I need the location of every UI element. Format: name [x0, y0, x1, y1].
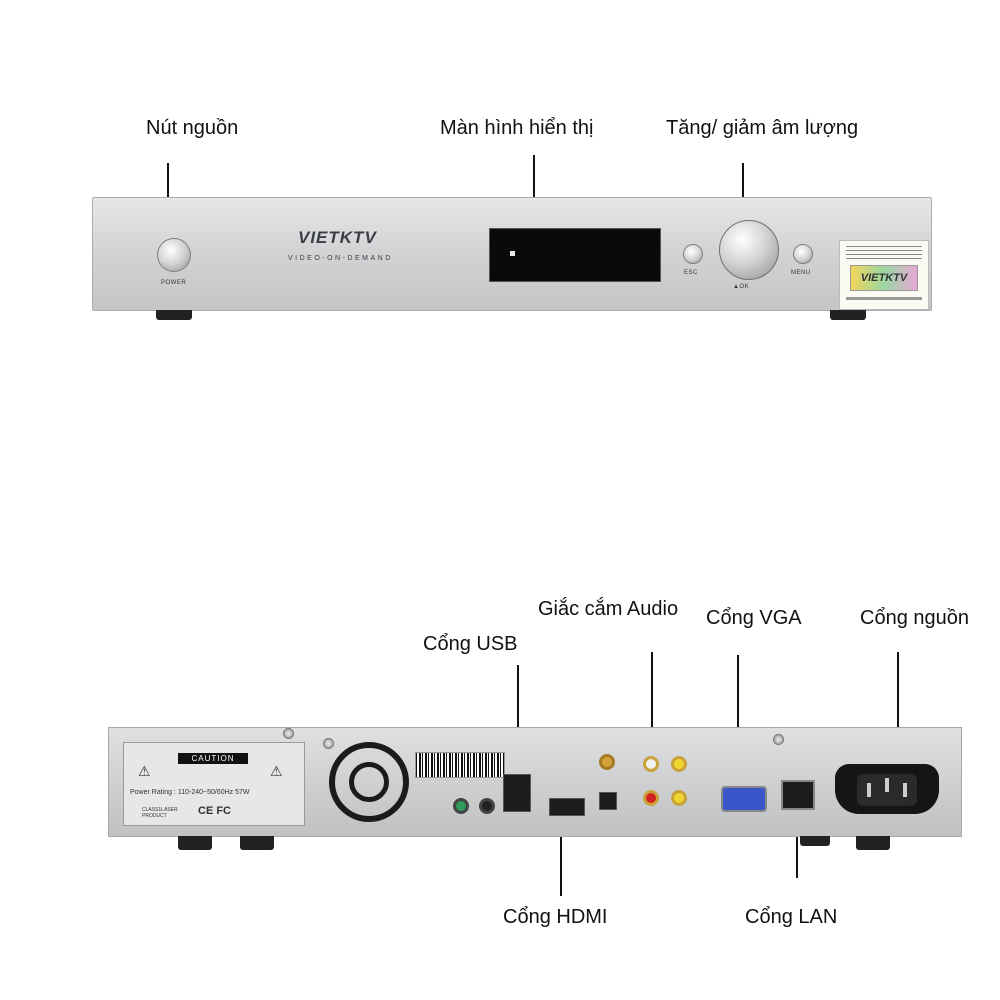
callout-display: Màn hình hiển thị [440, 117, 594, 139]
green-audio-jack[interactable] [453, 798, 469, 814]
callout-power-port: Cổng nguồn [860, 607, 969, 629]
barcode-sticker [415, 752, 505, 778]
power-pin-center [885, 778, 889, 792]
authenticity-sticker: VIETKTV [839, 240, 929, 310]
pointer-line-hdmi [560, 808, 562, 896]
power-button[interactable] [157, 238, 191, 272]
fan-center [349, 762, 389, 802]
black-audio-jack[interactable] [479, 798, 495, 814]
esc-button[interactable] [683, 244, 703, 264]
cert-marks: CE FC [198, 805, 231, 817]
pointer-line-usb [517, 665, 519, 775]
callout-vga-port: Cổng VGA [706, 607, 802, 629]
menu-button[interactable] [793, 244, 813, 264]
warning-icon-left: ⚠ [138, 763, 151, 779]
sticker-text-top [846, 246, 922, 260]
cooling-fan-vent [329, 742, 409, 822]
callout-hdmi-port: Cổng HDMI [503, 906, 608, 928]
hdmi-port[interactable] [549, 798, 585, 816]
pointer-line-audio [651, 652, 653, 774]
power-socket[interactable] [835, 764, 939, 814]
power-rating: Power Rating : 110-240~50/60Hz 57W [130, 789, 250, 796]
power-socket-inner [857, 774, 917, 806]
coaxial-jack[interactable] [599, 754, 615, 770]
front-panel: POWER VIETKTV VIDEO-ON-DEMAND ESC ▲OK ME… [92, 197, 932, 311]
volume-knob[interactable] [719, 220, 779, 280]
power-pin-right [903, 783, 907, 797]
rear-screw-3 [773, 734, 784, 745]
vga-port[interactable] [721, 786, 767, 812]
callout-audio-jack: Giắc cắm Audio [538, 598, 679, 620]
power-pin-left [867, 783, 871, 797]
caution-title: CAUTION [178, 753, 248, 764]
callout-usb-port: Cổng USB [423, 633, 518, 655]
optical-port[interactable] [599, 792, 617, 810]
video-jack-yellow-bottom[interactable] [671, 790, 687, 806]
sticker-text-bottom [846, 297, 922, 300]
pointer-line-vga [737, 655, 739, 793]
rear-screw-2 [323, 738, 334, 749]
rear-foot-2 [240, 836, 274, 850]
brand-subtitle: VIDEO-ON-DEMAND [288, 255, 393, 262]
callout-volume: Tăng/ giảm âm lượng [666, 117, 859, 139]
ok-label: ▲OK [733, 284, 750, 290]
video-jack-yellow-top[interactable] [671, 756, 687, 772]
lan-port[interactable] [781, 780, 815, 810]
callout-lan-port: Cổng LAN [745, 906, 838, 928]
rear-foot-3 [800, 836, 830, 846]
pointer-line-lan [796, 800, 798, 878]
callout-power-button: Nút nguồn [146, 117, 239, 139]
esc-label: ESC [684, 270, 698, 276]
power-label: POWER [161, 280, 187, 286]
audio-jack-white[interactable] [643, 756, 659, 772]
warning-icon-right: ⚠ [270, 763, 283, 779]
front-foot-left [156, 310, 192, 320]
caution-label: CAUTION ⚠ ⚠ Power Rating : 110-240~50/60… [123, 742, 305, 826]
usb-ports[interactable] [503, 774, 531, 812]
rear-panel: CAUTION ⚠ ⚠ Power Rating : 110-240~50/60… [108, 727, 962, 837]
pointer-line-power-port [897, 652, 899, 782]
sticker-logo: VIETKTV [850, 265, 918, 291]
front-foot-right [830, 310, 866, 320]
display-screen [489, 228, 661, 282]
rear-screw-1 [283, 728, 294, 739]
product-class: CLASS1LASER PRODUCT [142, 807, 178, 819]
rear-foot-1 [178, 836, 212, 850]
display-indicator-dot [510, 251, 515, 256]
brand-logo: VIETKTV [298, 228, 377, 247]
rear-foot-4 [856, 836, 890, 850]
audio-jack-red[interactable] [643, 790, 659, 806]
pointer-line-volume [742, 163, 744, 223]
menu-label: MENU [791, 270, 811, 276]
